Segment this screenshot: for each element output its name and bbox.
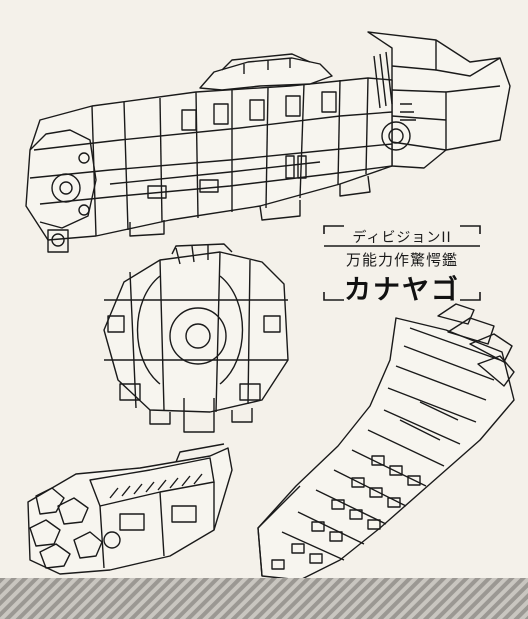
ship-side-view	[25, 31, 511, 253]
title-frame	[323, 225, 481, 301]
ship-rear-perspective	[27, 443, 233, 575]
ship-front-view	[103, 243, 289, 433]
title-block: ディビジョンII 万能力作驚愕鑑 カナヤゴ	[322, 224, 482, 306]
ship-name: カナヤゴ	[344, 275, 460, 306]
footer-band	[0, 578, 528, 619]
category-label: 万能力作驚愕鑑	[345, 251, 458, 269]
ship-top-perspective	[257, 303, 515, 581]
subtitle: ディビジョンII	[352, 230, 452, 246]
